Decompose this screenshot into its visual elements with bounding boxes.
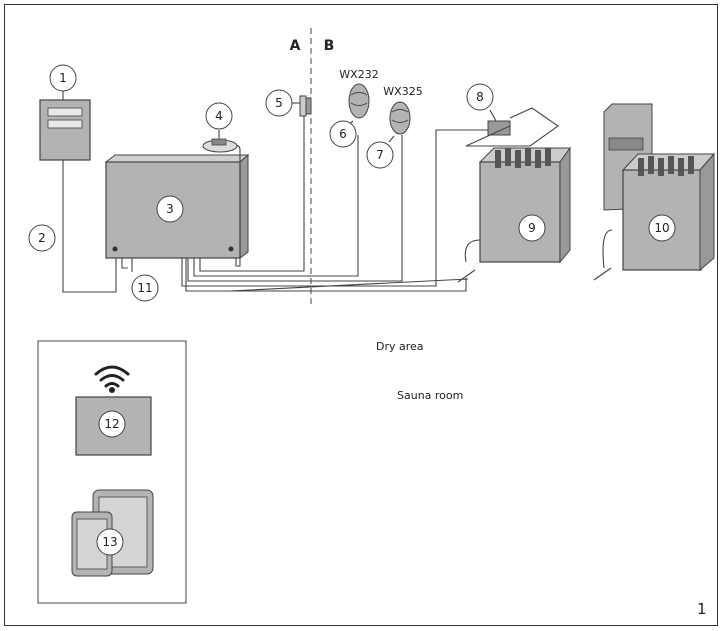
phone-icon — [71, 511, 113, 577]
svg-text:3: 3 — [166, 202, 174, 216]
remote-control-box — [37, 340, 187, 604]
callout-2: 2 — [28, 224, 56, 252]
svg-text:2: 2 — [38, 231, 46, 245]
callout-4: 4 — [205, 102, 233, 130]
callout-11: 11 — [131, 274, 159, 302]
callout-6: 6 — [329, 120, 357, 148]
temperature-sensor — [202, 138, 238, 153]
svg-text:12: 12 — [104, 417, 119, 431]
door-switch — [299, 95, 312, 117]
heater-sensor — [465, 107, 559, 147]
svg-text:6: 6 — [339, 127, 347, 141]
svg-text:9: 9 — [528, 221, 536, 235]
callout-9: 9 — [518, 214, 546, 242]
svg-text:7: 7 — [376, 148, 384, 162]
callout-7: 7 — [366, 141, 394, 169]
callout-5: 5 — [265, 89, 293, 117]
figure-number: 1 — [697, 600, 707, 618]
svg-text:1: 1 — [59, 71, 67, 85]
svg-text:5: 5 — [275, 96, 283, 110]
sauna-heater-with-control — [593, 103, 716, 281]
wifi-icon — [94, 365, 130, 393]
zone-label-b: B — [324, 38, 335, 54]
zone-label-a: A — [290, 38, 301, 54]
svg-text:10: 10 — [654, 221, 669, 235]
sauna-heater — [457, 146, 571, 283]
callout-3: 3 — [156, 195, 184, 223]
callout-12: 12 — [98, 410, 126, 438]
model-label-wx325: WX325 — [383, 85, 422, 98]
svg-text:8: 8 — [476, 90, 484, 104]
dry-area-label: Dry area — [376, 340, 424, 353]
svg-text:4: 4 — [215, 109, 223, 123]
callout-10: 10 — [648, 214, 676, 242]
callout-1: 1 — [49, 64, 77, 92]
callout-13: 13 — [96, 528, 124, 556]
svg-text:11: 11 — [137, 281, 152, 295]
sensor-wx232 — [348, 83, 370, 119]
svg-text:13: 13 — [102, 535, 117, 549]
sauna-room-label: Sauna room — [397, 389, 463, 402]
sensor-wx325 — [389, 101, 411, 135]
model-label-wx232: WX232 — [339, 68, 378, 81]
callout-8: 8 — [466, 83, 494, 111]
wall-control-panel — [39, 99, 91, 161]
figure-frame — [4, 4, 718, 626]
